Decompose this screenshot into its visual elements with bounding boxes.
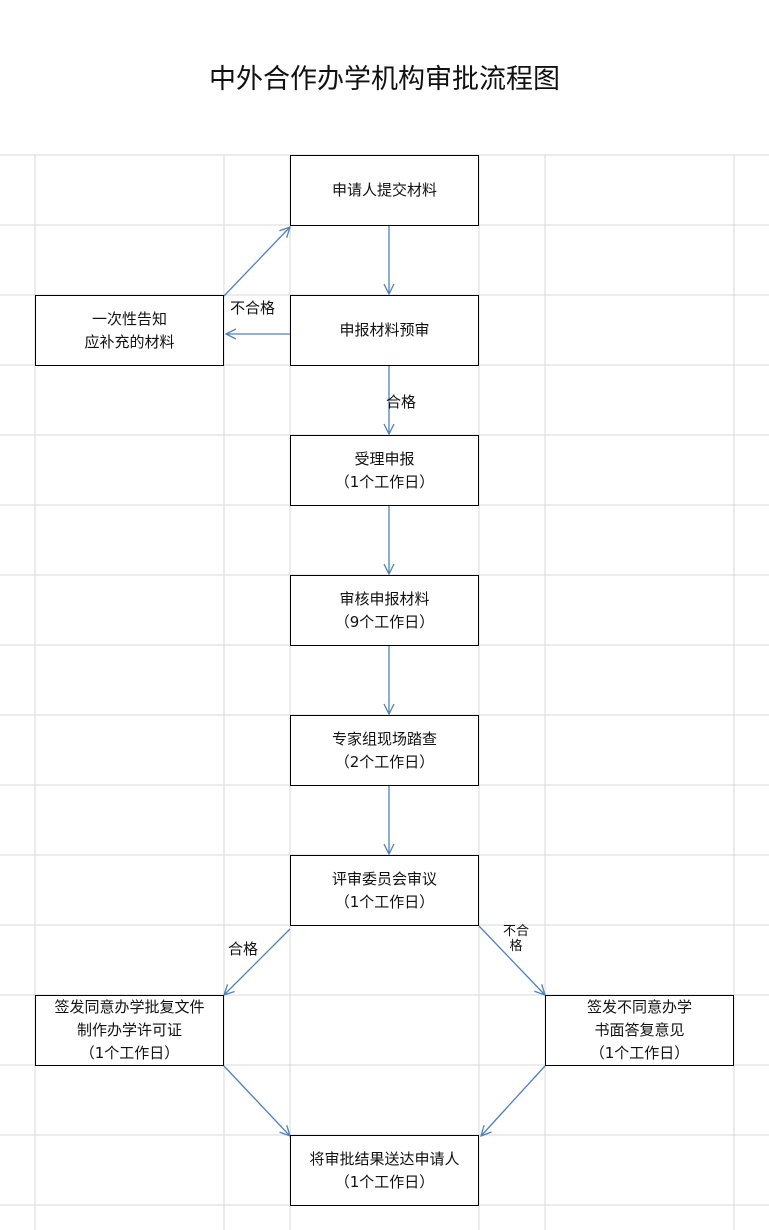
node-text: （1个工作日） [79,1044,180,1062]
node-text: 将审批结果送达申请人 [309,1149,460,1168]
node-text: 专家组现场踏查 [331,729,437,748]
node-text: 申请人提交材料 [331,181,437,199]
flow-arrows [224,226,545,1136]
node-text: （1个工作日） [334,892,435,911]
node-committee-review: 评审委员会审议 （1个工作日） [290,855,479,926]
node-review-materials: 审核申报材料 （9个工作日） [290,575,479,646]
edge-label-pre-fail: 不合格 [230,299,276,317]
node-text: （9个工作日） [334,612,435,631]
node-text: （2个工作日） [334,752,435,771]
node-text: 评审委员会审议 [331,869,437,888]
page-title: 中外合作办学机构审批流程图 [209,64,560,95]
node-text: （1个工作日） [334,1172,435,1191]
node-notify-supplement: 一次性告知 应补充的材料 [35,295,224,366]
arrow-approve-to-deliver [223,1065,290,1136]
node-text: 应补充的材料 [84,332,175,351]
node-text: 签发不同意办学 [586,998,692,1016]
arrow-notify-to-submit [223,227,290,297]
edge-label-committee-fail: 不合 格 [503,924,529,954]
arrow-committee-to-reject [478,925,545,995]
edge-label-line: 格 [509,939,523,954]
node-deliver-result: 将审批结果送达申请人 （1个工作日） [290,1135,479,1206]
node-text: （1个工作日） [589,1044,690,1062]
arrow-reject-to-deliver [481,1065,546,1136]
node-pre-review: 申报材料预审 [290,295,479,366]
node-text: 书面答复意见 [594,1021,685,1039]
edge-label-line: 不合 [503,924,530,939]
node-text: 受理申报 [354,449,415,468]
node-text: 一次性告知 [91,309,167,328]
edge-label-committee-pass: 合格 [228,940,259,958]
node-submit-materials: 申请人提交材料 [290,155,479,226]
node-expert-inspection: 专家组现场踏查 （2个工作日） [290,715,479,786]
node-text: 制作办学许可证 [76,1021,182,1039]
node-text: 审核申报材料 [339,589,430,608]
node-issue-approval: 签发同意办学批复文件 制作办学许可证 （1个工作日） [35,995,224,1066]
node-text: （1个工作日） [334,472,435,491]
node-text: 申报材料预审 [339,321,430,339]
node-issue-rejection: 签发不同意办学 书面答复意见 （1个工作日） [545,995,734,1066]
node-text: 签发同意办学批复文件 [54,998,205,1016]
node-accept-application: 受理申报 （1个工作日） [290,435,479,506]
arrow-committee-to-approve [224,928,291,995]
edge-label-pre-pass: 合格 [386,393,417,411]
